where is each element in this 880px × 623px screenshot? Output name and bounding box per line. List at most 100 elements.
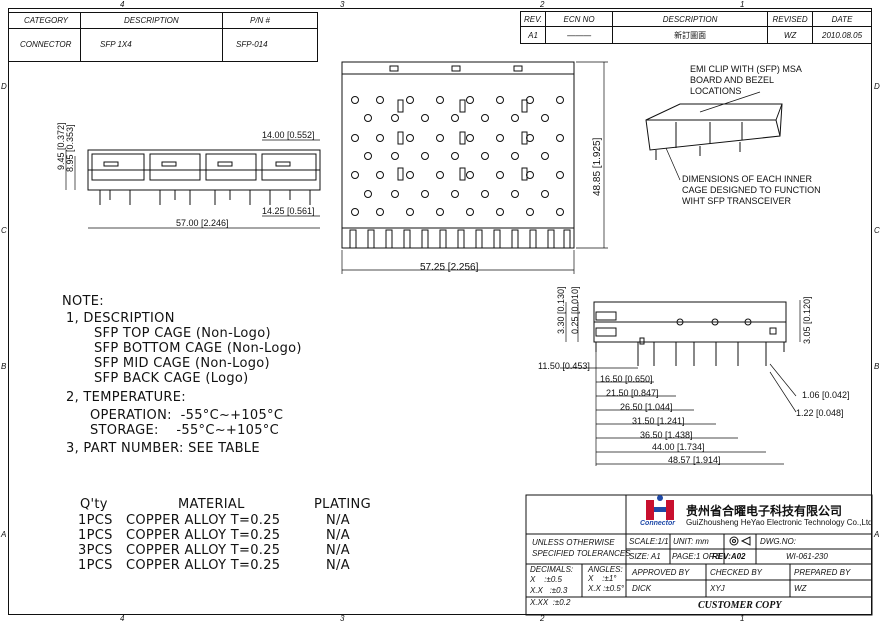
header-table <box>8 12 318 62</box>
page: PAGE:1 OF 3 <box>672 552 721 561</box>
header-col-line-2 <box>222 12 223 62</box>
decimals-x: X :±0.5 <box>530 575 562 584</box>
iso-note-emi-line-3: LOCATIONS <box>690 86 742 96</box>
notes-desc-item-2: SFP BOTTOM CAGE (Non-Logo) <box>94 341 302 356</box>
material-row-4-qty: 1PCS <box>78 558 113 573</box>
projection-symbol-icon <box>729 536 751 546</box>
prepared-label: PREPARED BY <box>794 568 851 577</box>
zone-right-d: D <box>874 82 880 91</box>
rev-row-ecn: ——— <box>545 26 614 44</box>
title-block-lines <box>525 494 873 616</box>
iso-note-emi: EMI CLIP WITH (SFP) MSA BOARD AND BEZEL … <box>690 64 802 97</box>
zone-left-a: A <box>1 530 7 539</box>
zone-right-b: B <box>874 362 880 371</box>
notes-part: 3, PART NUMBER: SEE TABLE <box>66 441 260 456</box>
notes-temp-head: 2, TEMPERATURE: <box>66 390 186 405</box>
notes-desc-item-4: SFP BACK CAGE (Logo) <box>94 371 249 386</box>
header-category-value: CONNECTOR <box>20 40 72 49</box>
material-header-qty: Q'ty <box>80 497 108 512</box>
size: SIZE: A1 <box>629 552 661 561</box>
zone-bottom-2: 2 <box>540 614 545 623</box>
iso-note-emi-line-2: BOARD AND BEZEL <box>690 75 775 85</box>
iso-note-cage-line-1: DIMENSIONS OF EACH INNER <box>682 174 813 184</box>
dim-side-r2: 1.22 [0.048] <box>796 408 844 418</box>
iso-note-emi-line-1: EMI CLIP WITH (SFP) MSA <box>690 64 802 74</box>
customer-copy: CUSTOMER COPY <box>698 600 782 611</box>
notes-desc-head: 1, DESCRIPTION <box>66 311 175 326</box>
rev-row-revised: WZ <box>767 26 814 44</box>
zone-right-a: A <box>874 530 880 539</box>
material-row-3-qty: 3PCS <box>78 543 113 558</box>
material-row-1-material: COPPER ALLOY T=0.25 <box>126 513 281 528</box>
material-row-3-material: COPPER ALLOY T=0.25 <box>126 543 281 558</box>
rev-row-rev: A1 <box>519 26 547 44</box>
company-name-en: GuiZhousheng HeYao Electronic Technology… <box>686 518 873 527</box>
prepared-value: WZ <box>794 584 807 593</box>
approved-value: DICK <box>632 584 652 593</box>
header-col-line-1 <box>80 12 81 62</box>
scale: SCALE:1/1 <box>629 537 669 546</box>
notes-desc-item-1: SFP TOP CAGE (Non-Logo) <box>94 326 271 341</box>
header-pn: P/N # <box>250 16 271 25</box>
material-row-1-qty: 1PCS <box>78 513 113 528</box>
notes-storage: STORAGE: -55°C~+105°C <box>90 423 279 438</box>
approved-label: APPROVED BY <box>632 568 690 577</box>
notes-operation: OPERATION: -55°C~+105°C <box>90 408 284 423</box>
iso-note-cage: DIMENSIONS OF EACH INNER CAGE DESIGNED T… <box>682 174 821 207</box>
dim-side-d5: 31.50 [1.241] <box>632 416 685 426</box>
dim-front-width: 57.00 [2.246] <box>176 218 229 228</box>
material-header-material: MATERIAL <box>178 497 245 512</box>
material-row-2-qty: 1PCS <box>78 528 113 543</box>
header-category: CATEGORY <box>24 16 69 25</box>
vent-holes <box>351 96 564 216</box>
zone-bottom-3: 3 <box>340 614 345 623</box>
side-view <box>593 301 787 366</box>
zone-left-d: D <box>1 82 7 91</box>
notes-desc-item-3: SFP MID CAGE (Non-Logo) <box>94 356 270 371</box>
tolerance-line-2: SPECIFIED TOLERANCES <box>532 549 631 558</box>
zone-top-4: 4 <box>120 0 125 9</box>
material-row-2-material: COPPER ALLOY T=0.25 <box>126 528 281 543</box>
side-dim-lines <box>560 300 801 466</box>
tolerance-line-1: UNLESS OTHERWISE <box>532 538 615 547</box>
dwg-label: DWG.NO: <box>760 537 796 546</box>
zone-bottom-4: 4 <box>120 614 125 623</box>
material-row-4-material: COPPER ALLOY T=0.25 <box>126 558 281 573</box>
angles-label: ANGLES: <box>588 565 623 574</box>
logo-text: Connector <box>640 520 675 527</box>
decimals-xx: X.X :±0.3 <box>530 586 568 595</box>
dim-side-d1: 11.50 [0.453] <box>538 361 590 371</box>
dim-side-d8: 48.57 [1.914] <box>668 455 721 465</box>
dim-side-v1: 3.30 [0.130] <box>556 286 566 334</box>
checked-value: XYJ <box>710 584 725 593</box>
decimals-xxx: X.XX :±0.2 <box>530 598 571 607</box>
material-row-1-plating: N/A <box>326 513 350 528</box>
material-row-3-plating: N/A <box>326 543 350 558</box>
dwg-no: WI-061-230 <box>786 552 828 561</box>
zone-bottom-1: 1 <box>740 614 745 623</box>
checked-label: CHECKED BY <box>710 568 763 577</box>
company-logo <box>646 495 674 520</box>
iso-note-cage-line-2: CAGE DESIGNED TO FUNCTION <box>682 185 821 195</box>
notes-title: NOTE: <box>62 294 104 309</box>
zone-top-2: 2 <box>540 0 545 9</box>
header-description: DESCRIPTION <box>124 16 179 25</box>
zone-right-c: C <box>874 226 880 235</box>
dim-top-height: 48.85 [1.925] <box>592 137 603 196</box>
zone-left-b: B <box>1 362 7 371</box>
angles-x: X :±1° <box>588 574 617 583</box>
iso-note-cage-line-3: WIHT SFP TRANSCEIVER <box>682 196 792 206</box>
header-description-value: SFP 1X4 <box>100 40 132 49</box>
dim-side-d6: 36.50 [1.438] <box>640 430 693 440</box>
dim-side-d7: 44.00 [1.734] <box>652 442 705 452</box>
zone-top-1: 1 <box>740 0 745 9</box>
iso-view <box>645 91 783 181</box>
drawing-frame <box>8 8 872 615</box>
zone-top-3: 3 <box>340 0 345 9</box>
dim-top-width: 57.25 [2.256] <box>420 262 479 273</box>
front-view <box>87 149 321 205</box>
material-header-plating: PLATING <box>314 497 371 512</box>
material-row-2-plating: N/A <box>326 528 350 543</box>
dim-side-d4: 26.50 [1.044] <box>620 402 673 412</box>
